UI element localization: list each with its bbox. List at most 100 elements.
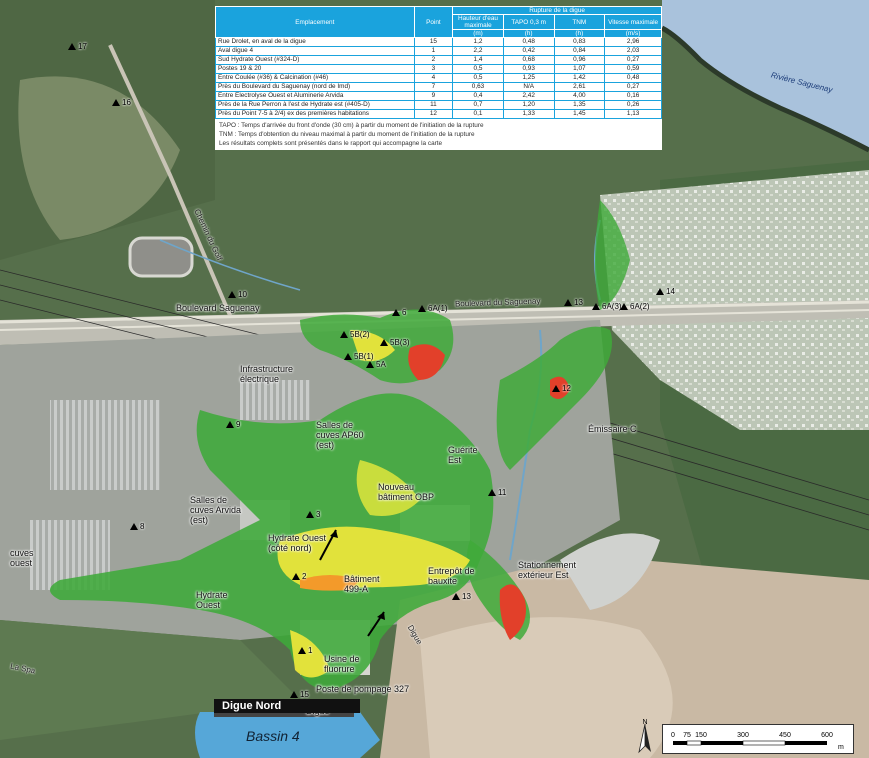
point-number: 6A(3) — [602, 302, 622, 311]
unit-vitesse: (m/s) — [604, 29, 662, 38]
col-header-hauteur: Hauteur d'eau maximale — [452, 14, 504, 30]
cell-value: 1,20 — [502, 100, 555, 110]
triangle-marker-icon — [130, 523, 138, 530]
monitoring-point: 6 — [392, 308, 406, 317]
col-header-tapo: TAPO 0,3 m — [502, 14, 555, 30]
salles-arvida-label: Salles de cuves Arvida (est) — [190, 495, 242, 525]
point-number: 6 — [402, 308, 407, 317]
cell-value: 0,59 — [604, 64, 662, 74]
hydrate-ouest-nord-label: Hydrate Ouest (côté nord) — [268, 533, 327, 553]
table-group-header-row: Emplacement Point Rupture de la digue — [215, 6, 662, 38]
triangle-marker-icon — [112, 99, 120, 106]
scale-unit: m — [838, 744, 844, 751]
cell-value: 1,13 — [604, 109, 662, 119]
unit-tapo: (h) — [502, 29, 555, 38]
monitoring-point: 14 — [656, 287, 675, 296]
triangle-marker-icon — [344, 353, 352, 360]
cell-value: 2,42 — [502, 91, 555, 101]
monitoring-point: 16 — [112, 98, 131, 107]
cell-value: 0,84 — [553, 46, 606, 56]
triangle-marker-icon — [68, 43, 76, 50]
cell-emplacement: Rue Drolet, en aval de la digue — [215, 37, 415, 47]
scale-bar: 0 75 150 300 450 600 m — [662, 724, 854, 754]
scale-tick-2: 150 — [695, 732, 707, 739]
scale-tick-4: 450 — [779, 732, 791, 739]
point-number: 8 — [140, 522, 145, 531]
monitoring-point: 15 — [290, 690, 309, 699]
cell-value: 2,61 — [553, 82, 606, 92]
cell-value: 1,42 — [553, 73, 606, 83]
digue-nord-label: Digue Nord — [214, 699, 360, 713]
table-notes: TAPO : Temps d'arrivée du front d'onde (… — [215, 119, 662, 150]
monitoring-point: 3 — [306, 510, 320, 519]
point-number: 2 — [302, 572, 307, 581]
monitoring-point: 5A — [366, 360, 386, 369]
north-arrow-icon: N — [638, 719, 651, 754]
cuves-label: cuves ouest — [10, 548, 34, 568]
monitoring-point: 5B(2) — [340, 330, 370, 339]
cell-value: 2 — [413, 55, 454, 65]
triangle-marker-icon — [392, 309, 400, 316]
cell-emplacement: Près de la Rue Perron à l'est de Hydrate… — [215, 100, 415, 110]
monitoring-point: 6A(1) — [418, 304, 448, 313]
cell-emplacement: Sud Hydrate Ouest (#324-D) — [215, 55, 415, 65]
monitoring-point: 1 — [298, 646, 312, 655]
point-number: 14 — [666, 287, 675, 296]
point-number: 13 — [574, 298, 583, 307]
monitoring-point: 5B(1) — [344, 352, 374, 361]
results-table-grid: Emplacement Point Rupture de la digue Ha… — [215, 6, 662, 119]
monitoring-point: 6A(2) — [620, 302, 650, 311]
bassin-label: Bassin 4 — [246, 728, 300, 744]
cell-value: 1,07 — [553, 64, 606, 74]
scale-tick-0: 0 — [671, 732, 675, 739]
monitoring-point: 10 — [228, 290, 247, 299]
monitoring-point: 11 — [488, 488, 506, 497]
cell-value: 1,35 — [553, 100, 606, 110]
monitoring-point: 5B(3) — [380, 338, 410, 347]
monitoring-point: 12 — [552, 384, 571, 393]
triangle-marker-icon — [418, 305, 426, 312]
unit-tnm: (h) — [553, 29, 606, 38]
triangle-marker-icon — [226, 421, 234, 428]
note-tnm: TNM : Temps d'obtention du niveau maxima… — [219, 131, 475, 138]
scale-tick-3: 300 — [737, 732, 749, 739]
north-letter: N — [642, 719, 647, 726]
point-number: 15 — [300, 690, 309, 699]
results-table: Emplacement Point Rupture de la digue Ha… — [215, 6, 662, 150]
triangle-marker-icon — [380, 339, 388, 346]
col-header-vitesse: Vitesse maximale — [604, 14, 662, 30]
table-header-row: Hauteur d'eau maximale TAPO 0,3 m TNM Vi… — [216, 14, 662, 30]
table-row: Près du Boulevard du Saguenay (nord de I… — [215, 82, 662, 92]
table-row: Entre Electrolyse Ouest et Aluminerie Ar… — [215, 91, 662, 101]
triangle-marker-icon — [298, 647, 306, 654]
cell-value: 1,33 — [502, 109, 555, 119]
cell-value: 11 — [413, 100, 454, 110]
cell-value: 3 — [413, 64, 454, 74]
triangle-marker-icon — [620, 303, 628, 310]
nouveau-batiment-label: Nouveau bâtiment OBP — [378, 482, 435, 502]
cell-emplacement: Près du Boulevard du Saguenay (nord de I… — [215, 82, 415, 92]
cell-value: 0,5 — [452, 64, 504, 74]
cell-value: 0,27 — [604, 82, 662, 92]
monitoring-point: 9 — [226, 420, 240, 429]
scale-tick-1: 75 — [683, 732, 691, 739]
cell-value: 2,2 — [452, 46, 504, 56]
monitoring-point: 13 — [452, 592, 471, 601]
cell-emplacement: Près du Point 7-5 à 2/4) ex des première… — [215, 109, 415, 119]
triangle-marker-icon — [340, 331, 348, 338]
cell-value: 0,96 — [553, 55, 606, 65]
note-tapo: TAPO : Temps d'arrivée du front d'onde (… — [219, 122, 484, 129]
point-number: 5B(3) — [390, 338, 410, 347]
point-number: 9 — [236, 420, 241, 429]
note-results: Les résultats complets sont présentés da… — [219, 140, 443, 147]
scale-bar-graphic: 0 75 150 300 450 600 m — [671, 732, 844, 751]
cell-emplacement: Postes 19 & 20 — [215, 64, 415, 74]
cell-value: 9 — [413, 91, 454, 101]
cell-value: 1,2 — [452, 37, 504, 47]
point-number: 3 — [316, 510, 321, 519]
table-row: Près du Point 7-5 à 2/4) ex des première… — [215, 109, 662, 119]
point-number: 12 — [562, 384, 571, 393]
